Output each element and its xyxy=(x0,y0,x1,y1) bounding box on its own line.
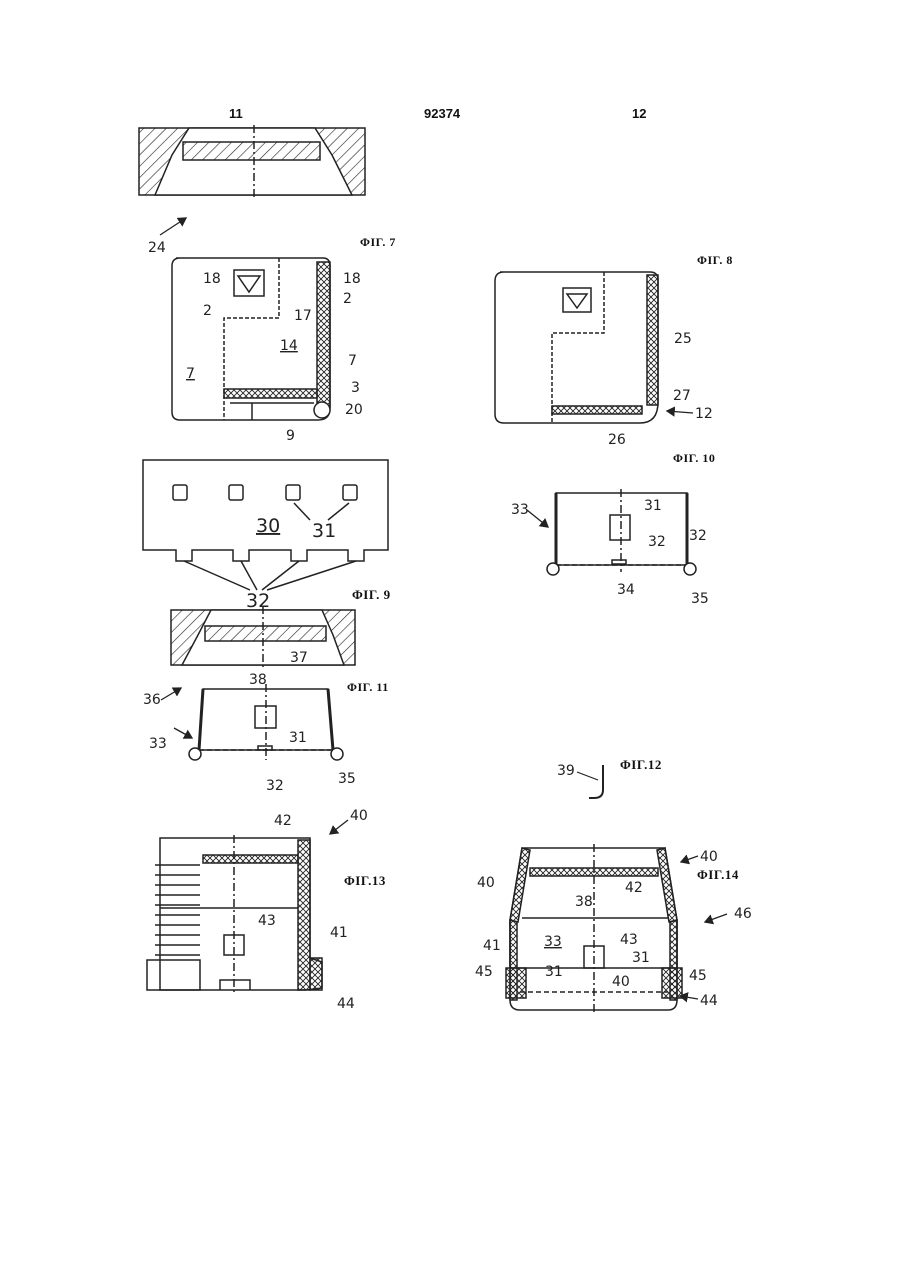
fig10-ref-e: 34 xyxy=(617,582,635,598)
fig10-ref-b: 31 xyxy=(644,498,662,514)
fig14-ref-o: 44 xyxy=(700,993,718,1009)
fig14-ref-f: 41 xyxy=(483,938,501,954)
fig9-ref-holes: 31 xyxy=(312,520,336,542)
fig8-ref-a: 25 xyxy=(674,331,692,347)
fig11-ref-c: 38 xyxy=(249,672,267,688)
fig14-ref-a: 40 xyxy=(700,849,718,865)
fig11-die xyxy=(171,606,355,668)
fig11-ref-e: 31 xyxy=(289,730,307,746)
fig14-ref-j: 31 xyxy=(632,950,650,966)
fig7-ref-j: 20 xyxy=(345,402,363,418)
fig13-ref-a: 42 xyxy=(274,813,292,829)
fig8-ref-b: 27 xyxy=(673,388,691,404)
top-die-section xyxy=(139,125,365,198)
fig7-drawing xyxy=(172,258,330,420)
fig9-ref-tabs: 32 xyxy=(246,590,270,612)
fig13-drawing xyxy=(147,835,322,993)
fig7-ref-a: 18 xyxy=(203,271,221,287)
fig11-ref-d: 33 xyxy=(149,736,167,752)
fig10-ref-c: 32 xyxy=(648,534,666,550)
fig7-arrow-label: 24 xyxy=(148,240,166,256)
fig8-drawing xyxy=(495,272,658,423)
fig11-ref-f: 32 xyxy=(266,778,284,794)
fig14-ref-m: 40 xyxy=(612,974,630,990)
fig14-ref-d: 46 xyxy=(734,906,752,922)
fig8-ref-c: 12 xyxy=(695,406,713,422)
fig11-ref-a: 37 xyxy=(290,650,308,666)
fig13-ref-b: 40 xyxy=(350,808,368,824)
fig7-ref-c: 18 xyxy=(343,271,361,287)
fig7-ref-h: 7 xyxy=(348,353,357,369)
fig14-ref-i: 31 xyxy=(545,964,563,980)
fig12-ref-a: 39 xyxy=(557,763,575,779)
fig8-ref-d: 26 xyxy=(608,432,626,448)
fig11-ref-b: 36 xyxy=(143,692,161,708)
fig10-ref-d: 32 xyxy=(689,528,707,544)
fig7-ref-b: 2 xyxy=(203,303,212,319)
fig14-ref-g: 33 xyxy=(544,934,562,950)
fig7-ref-d: 2 xyxy=(343,291,352,307)
fig12-drawing xyxy=(589,765,603,798)
fig14-ref-e: 38 xyxy=(575,894,593,910)
fig9-ref-main: 30 xyxy=(256,515,280,537)
fig14-ref-h: 43 xyxy=(620,932,638,948)
fig7-ref-f: 14 xyxy=(280,338,298,354)
fig10-ref-f: 35 xyxy=(691,591,709,607)
fig10-ref-a: 33 xyxy=(511,502,529,518)
fig13-ref-c: 43 xyxy=(258,913,276,929)
fig13-ref-e: 44 xyxy=(337,996,355,1012)
fig11-ref-g: 35 xyxy=(338,771,356,787)
fig11-drawing xyxy=(189,684,343,760)
fig14-ref-k: 45 xyxy=(475,964,493,980)
fig7-ref-i: 3 xyxy=(351,380,360,396)
fig7-ref-g: 7 xyxy=(186,366,195,382)
fig13-ref-d: 41 xyxy=(330,925,348,941)
fig10-drawing xyxy=(547,489,696,575)
fig14-ref-c: 42 xyxy=(625,880,643,896)
fig14-ref-n: 45 xyxy=(689,968,707,984)
fig14-drawing xyxy=(506,844,682,1014)
fig7-ref-e: 17 xyxy=(294,308,312,324)
fig14-ref-b: 40 xyxy=(477,875,495,891)
fig7-ref-k: 9 xyxy=(286,428,295,444)
